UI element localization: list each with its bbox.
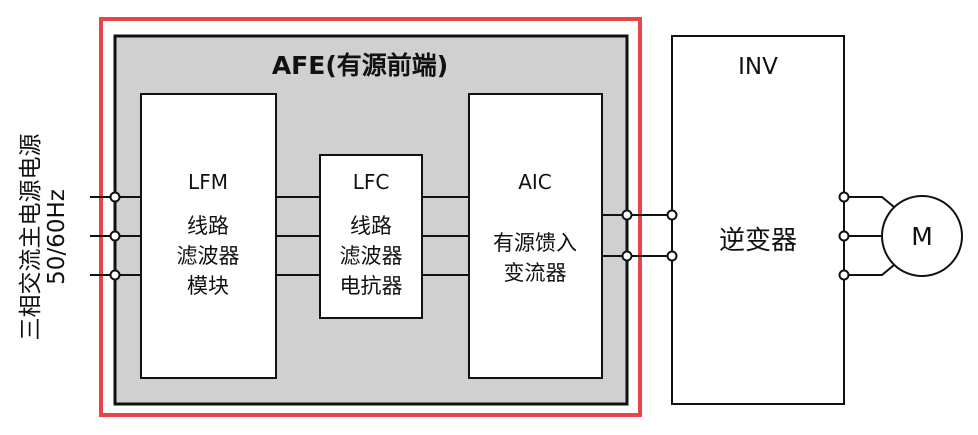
lfm-lfc-lines bbox=[276, 196, 320, 276]
lfc-desc-3: 电抗器 bbox=[340, 274, 403, 298]
lfm-desc-2: 滤波器 bbox=[177, 244, 240, 268]
lfc-desc-1: 线路 bbox=[350, 214, 392, 238]
motor-symbol: M bbox=[881, 195, 963, 277]
lfc-aic-lines bbox=[422, 196, 469, 276]
dc-bus-lines bbox=[602, 214, 672, 257]
terminal-dots bbox=[109, 191, 850, 281]
afe-title: AFE(有源前端) bbox=[272, 51, 448, 80]
lfm-code: LFM bbox=[188, 170, 228, 194]
source-label-line1: 三相交流主电源电源 bbox=[18, 134, 44, 341]
inv-desc: 逆变器 bbox=[719, 226, 797, 256]
lfm-block: LFM 线路 滤波器 模块 bbox=[140, 93, 277, 379]
inv-code: INV bbox=[738, 54, 778, 80]
lfc-desc-2: 滤波器 bbox=[340, 244, 403, 268]
inv-block: INV 逆变器 bbox=[671, 35, 845, 405]
aic-desc-2: 变流器 bbox=[504, 261, 567, 285]
lfc-block: LFC 线路 滤波器 电抗器 bbox=[319, 154, 423, 319]
aic-code: AIC bbox=[518, 170, 552, 194]
source-label: 三相交流主电源电源 50/60Hz bbox=[18, 134, 70, 341]
aic-desc-1: 有源馈入 bbox=[493, 231, 577, 255]
lfc-code: LFC bbox=[353, 170, 390, 194]
lfm-desc-1: 线路 bbox=[187, 214, 229, 238]
afe-highlight-frame bbox=[99, 17, 642, 417]
source-label-line2: 50/60Hz bbox=[44, 189, 70, 285]
motor-label: M bbox=[911, 222, 933, 251]
aic-block: AIC 有源馈入 变流器 bbox=[468, 93, 603, 379]
lfm-desc-3: 模块 bbox=[187, 274, 229, 298]
